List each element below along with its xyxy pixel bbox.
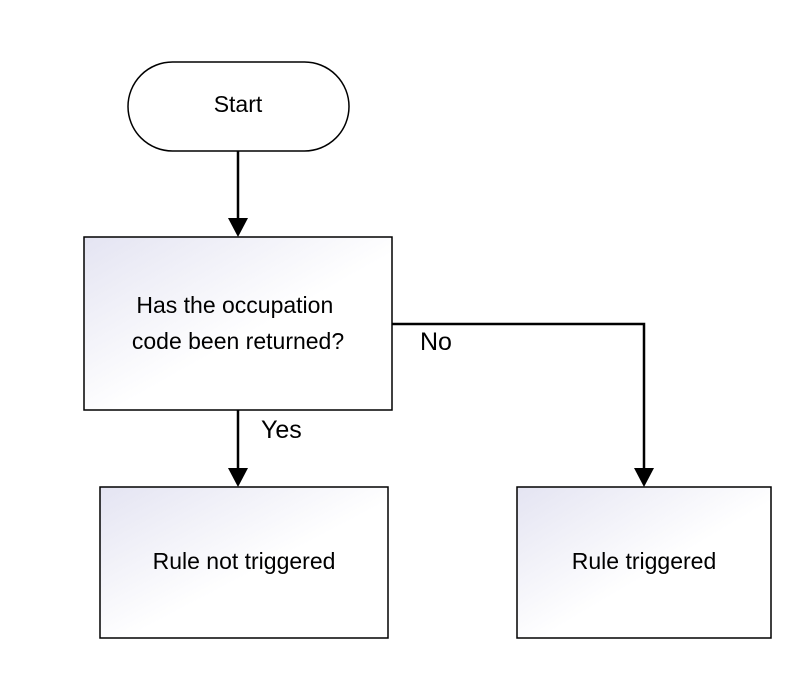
arrowhead-icon <box>228 218 248 237</box>
decision-node-label-line-2: code been returned? <box>132 328 344 354</box>
rule-triggered-node: Rule triggered <box>516 486 772 639</box>
rule-not-triggered-node-label: Rule not triggered <box>153 548 336 574</box>
edge-yes: Yes <box>228 410 302 487</box>
start-node: Start <box>127 61 350 152</box>
edge-yes-label: Yes <box>261 416 302 444</box>
rule-triggered-node-shape <box>516 486 772 639</box>
edge-no-label: No <box>420 328 452 356</box>
edge-start-to-decision <box>228 151 248 237</box>
edge-no-line <box>392 322 646 470</box>
start-node-label: Start <box>214 91 263 117</box>
rule-not-triggered-node-shape <box>99 486 389 639</box>
rule-triggered-node-label: Rule triggered <box>572 548 716 574</box>
arrowhead-icon <box>228 468 248 487</box>
arrowhead-icon <box>634 468 654 487</box>
decision-node-shape <box>83 236 393 411</box>
decision-node-label-line-1: Has the occupation <box>136 292 333 318</box>
decision-node-label: Has the occupation code been returned? <box>132 292 344 354</box>
edge-no: No <box>392 322 654 487</box>
rule-not-triggered-node: Rule not triggered <box>99 486 389 639</box>
decision-node: Has the occupation code been returned? <box>83 236 393 411</box>
